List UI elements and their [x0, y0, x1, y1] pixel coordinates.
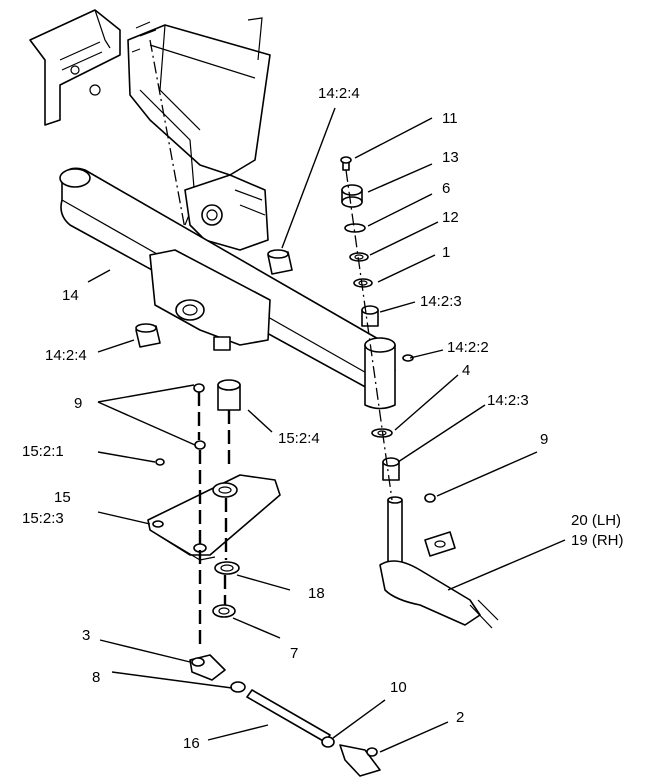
label-15-2-1: 15:2:1 — [22, 443, 64, 460]
bushing-upper — [267, 249, 293, 275]
snap-ring-7 — [212, 604, 236, 618]
tie-rod-assembly — [189, 654, 381, 777]
label-14-2-2: 14:2:2 — [447, 339, 489, 356]
label-2: 2 — [456, 709, 464, 726]
label-18: 18 — [308, 585, 325, 602]
front-axle — [59, 167, 396, 410]
steering-plate — [147, 379, 281, 561]
label-14: 14 — [62, 287, 79, 304]
nut-9-a — [193, 383, 205, 393]
label-14-2-3-lower: 14:2:3 — [487, 392, 529, 409]
label-14-2-4-left: 14:2:4 — [45, 347, 87, 364]
label-20-lh: 20 (LH) — [571, 512, 621, 529]
washer-18 — [214, 561, 240, 575]
label-9-right: 9 — [540, 431, 548, 448]
label-16: 16 — [183, 735, 200, 752]
label-11: 11 — [442, 110, 458, 127]
label-8: 8 — [92, 669, 100, 686]
label-9-left: 9 — [74, 395, 82, 412]
assembly-lines — [197, 169, 393, 650]
spindle-hardware-stack — [340, 156, 414, 481]
bushing-left — [135, 323, 161, 348]
leader-lines — [87, 107, 566, 753]
label-4: 4 — [462, 362, 470, 379]
label-15-2-3: 15:2:3 — [22, 510, 64, 527]
label-1: 1 — [442, 244, 450, 261]
label-12: 12 — [442, 209, 459, 226]
spindle — [379, 494, 499, 629]
label-3: 3 — [82, 627, 90, 644]
chassis-frame — [29, 9, 271, 251]
nut-9-c — [424, 493, 436, 503]
label-14-2-4-top: 14:2:4 — [318, 85, 360, 102]
label-15: 15 — [54, 489, 71, 506]
label-15-2-4: 15:2:4 — [278, 430, 320, 447]
label-14-2-3-upper: 14:2:3 — [420, 293, 462, 310]
label-6: 6 — [442, 180, 450, 197]
label-13: 13 — [442, 149, 459, 166]
nut-9-b — [194, 440, 206, 450]
label-19-rh: 19 (RH) — [571, 532, 624, 549]
label-10: 10 — [390, 679, 407, 696]
label-7: 7 — [290, 645, 298, 662]
